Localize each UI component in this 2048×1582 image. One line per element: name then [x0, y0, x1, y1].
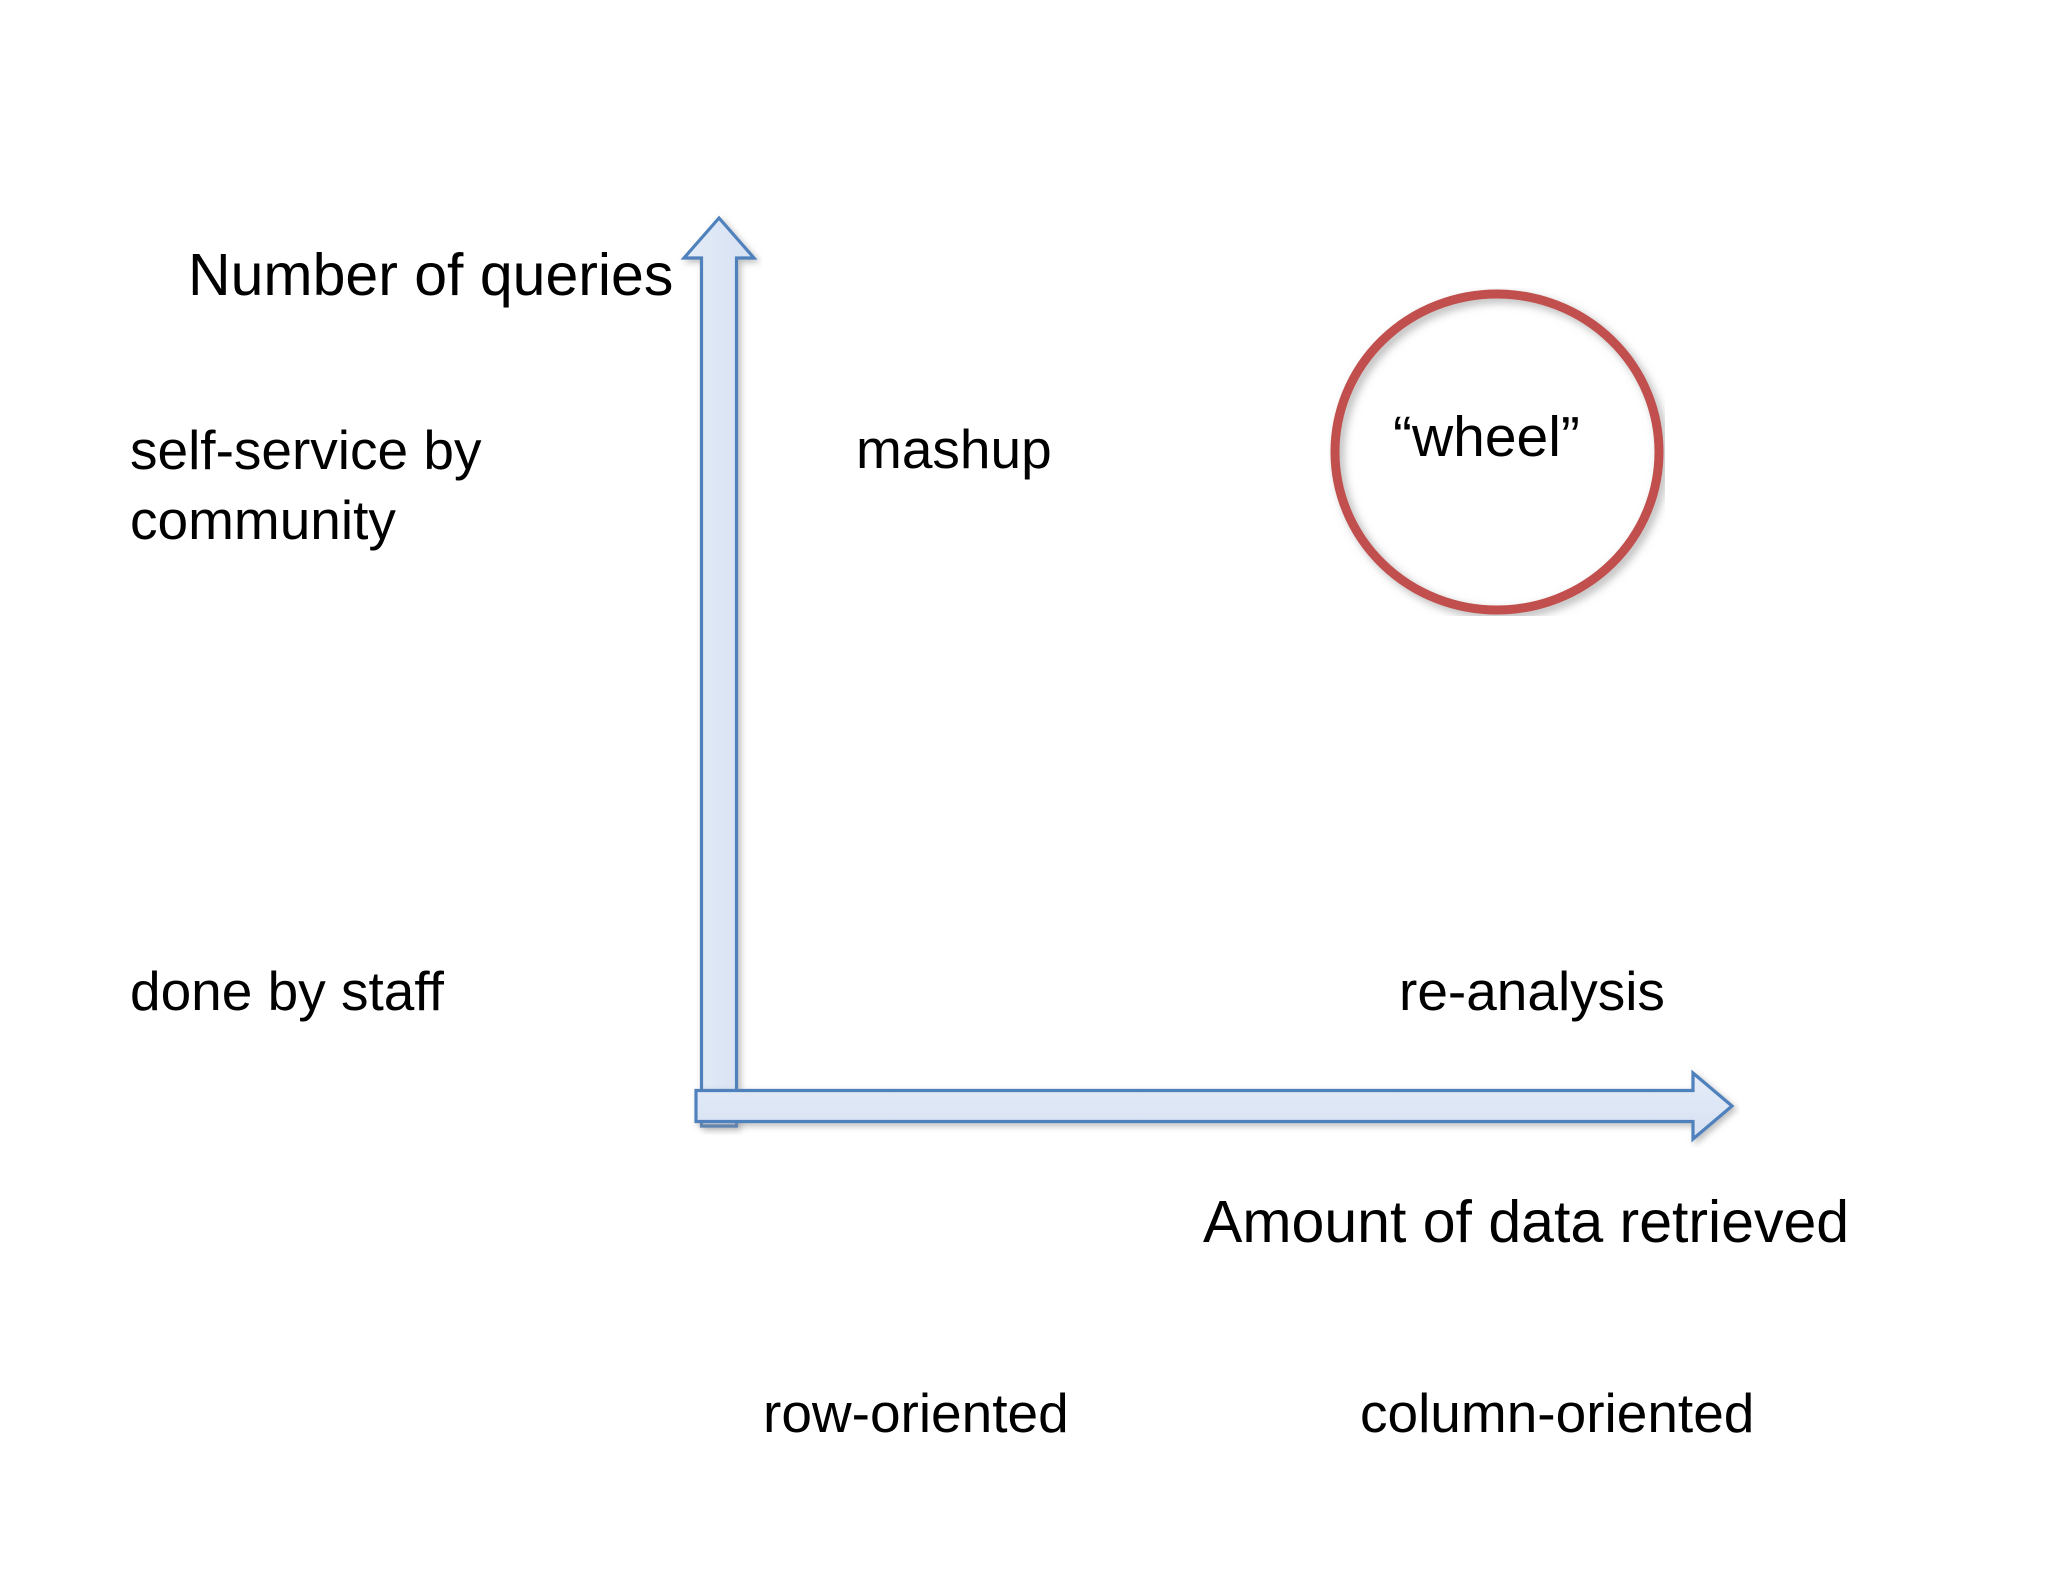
x-axis-title: Amount of data retrieved — [1203, 1189, 1850, 1255]
y-axis-arrow — [680, 215, 758, 1128]
x-axis-low-label: row-oriented — [763, 1382, 1069, 1444]
y-axis-low-label: done by staff — [130, 960, 444, 1022]
x-axis-high-label: column-oriented — [1360, 1382, 1755, 1444]
item-label-mashup: mashup — [856, 418, 1052, 480]
item-label-re-analysis: re-analysis — [1399, 960, 1665, 1022]
y-axis-high-label: self-service by community — [130, 419, 482, 552]
x-axis-arrow — [694, 1069, 1735, 1143]
item-label-wheel: “wheel” — [1393, 405, 1580, 469]
y-axis-title: Number of queries — [188, 242, 674, 308]
wheel-highlight-circle — [1330, 289, 1664, 615]
